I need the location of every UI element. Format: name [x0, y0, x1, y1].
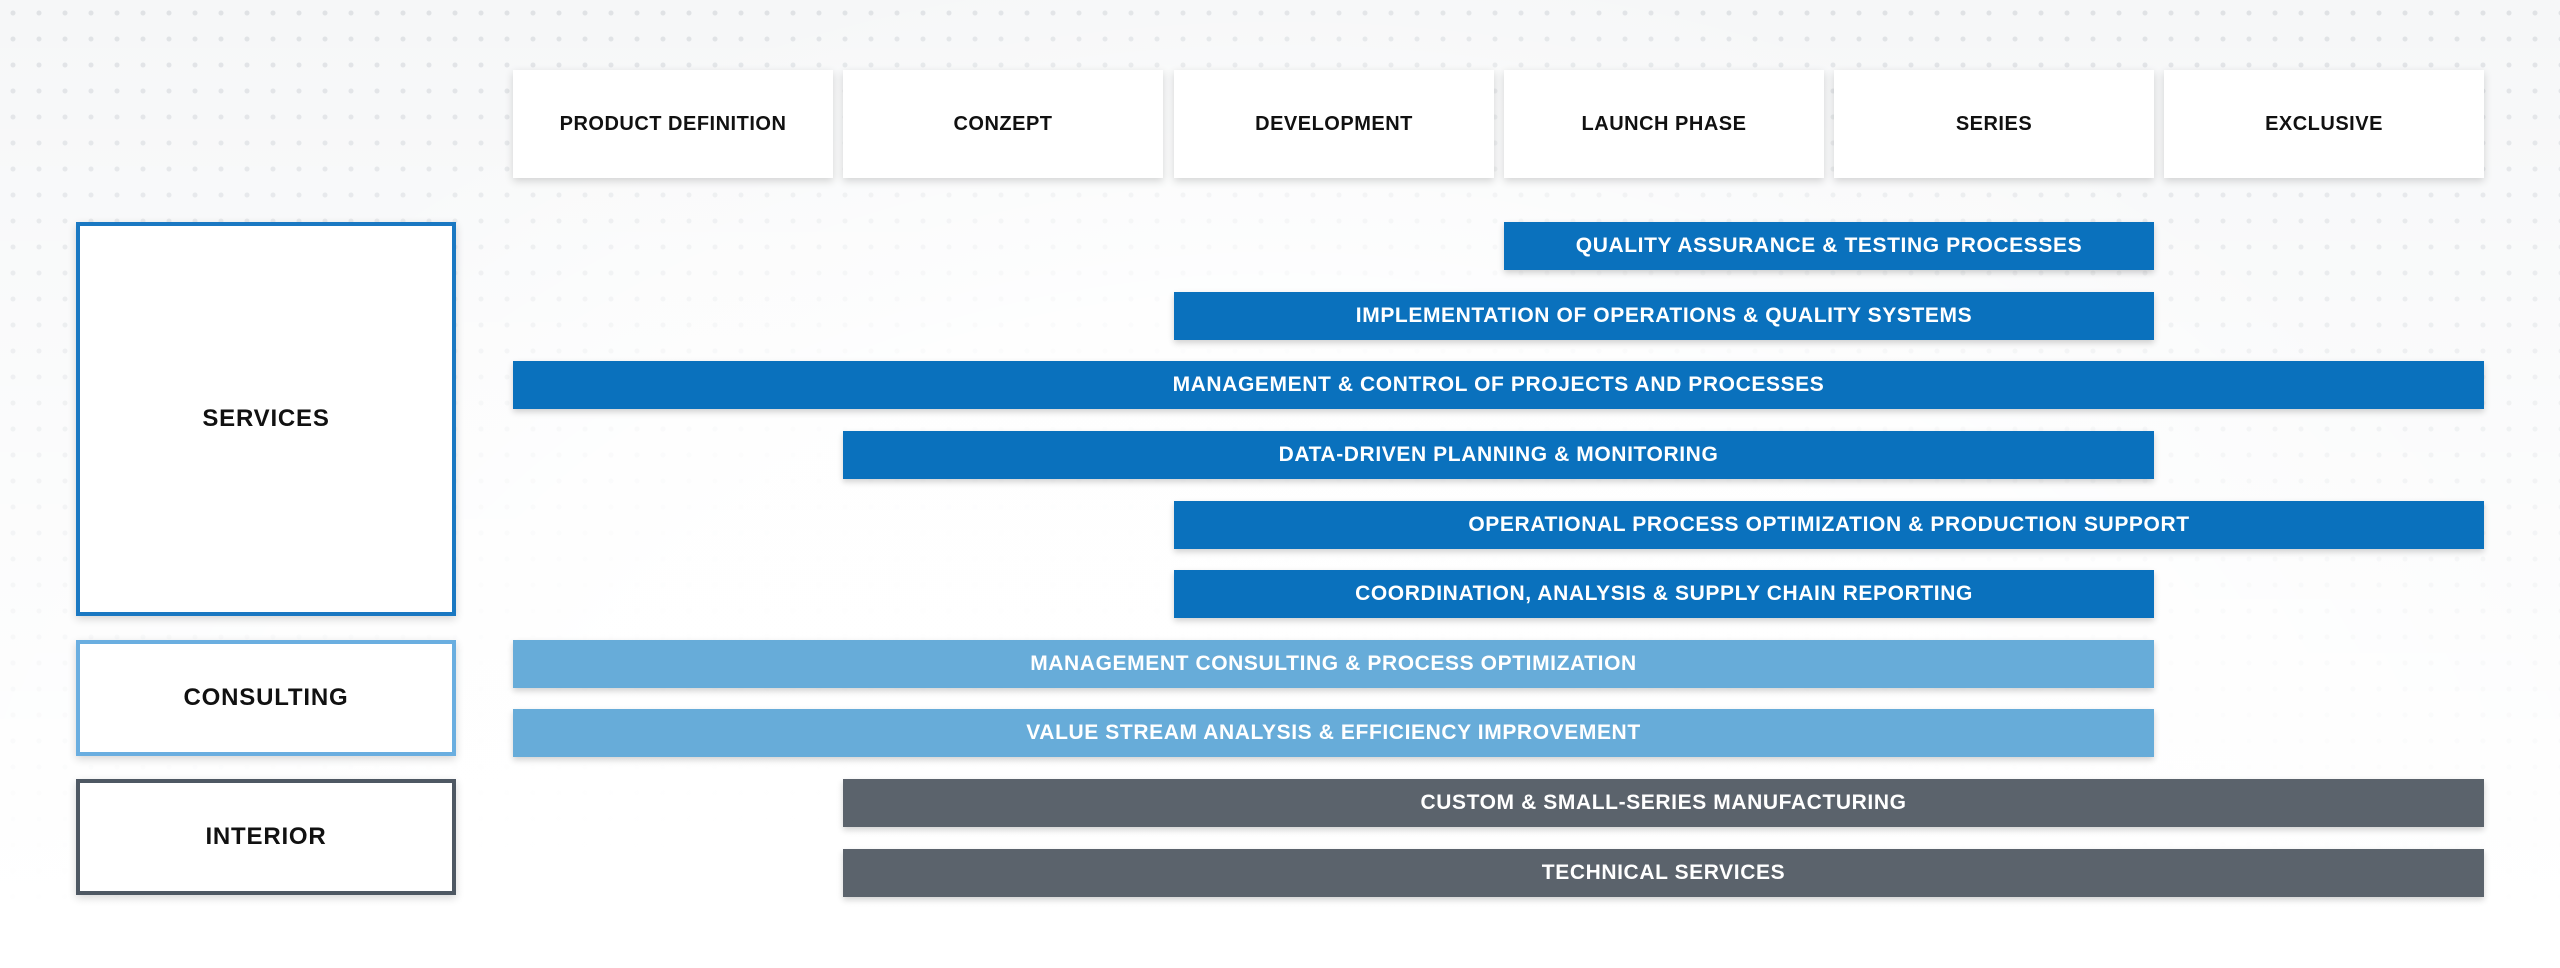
phase-header-series: SERIES	[1834, 70, 2154, 178]
category-interior: INTERIOR	[76, 779, 456, 895]
category-consulting: CONSULTING	[76, 640, 456, 756]
phase-header-exclusive: EXCLUSIVE	[2164, 70, 2484, 178]
phase-header-conzept: CONZEPT	[843, 70, 1163, 178]
bar-operational-process-optimization: OPERATIONAL PROCESS OPTIMIZATION & PRODU…	[1174, 501, 2484, 549]
bar-management-consulting: MANAGEMENT CONSULTING & PROCESS OPTIMIZA…	[513, 640, 2154, 688]
phase-header-development: DEVELOPMENT	[1174, 70, 1494, 178]
bar-value-stream-analysis: VALUE STREAM ANALYSIS & EFFICIENCY IMPRO…	[513, 709, 2154, 757]
bar-implementation-operations: IMPLEMENTATION OF OPERATIONS & QUALITY S…	[1174, 292, 2154, 340]
bar-data-driven-planning: DATA-DRIVEN PLANNING & MONITORING	[843, 431, 2154, 479]
phase-header-launch-phase: LAUNCH PHASE	[1504, 70, 1824, 178]
bar-custom-manufacturing: CUSTOM & SMALL-SERIES MANUFACTURING	[843, 779, 2484, 827]
phase-header-product-definition: PRODUCT DEFINITION	[513, 70, 833, 178]
bar-technical-services: TECHNICAL SERVICES	[843, 849, 2484, 897]
category-services: SERVICES	[76, 222, 456, 616]
bar-coordination-analysis: COORDINATION, ANALYSIS & SUPPLY CHAIN RE…	[1174, 570, 2154, 618]
bar-quality-assurance: QUALITY ASSURANCE & TESTING PROCESSES	[1504, 222, 2154, 270]
bar-management-control: MANAGEMENT & CONTROL OF PROJECTS AND PRO…	[513, 361, 2484, 409]
